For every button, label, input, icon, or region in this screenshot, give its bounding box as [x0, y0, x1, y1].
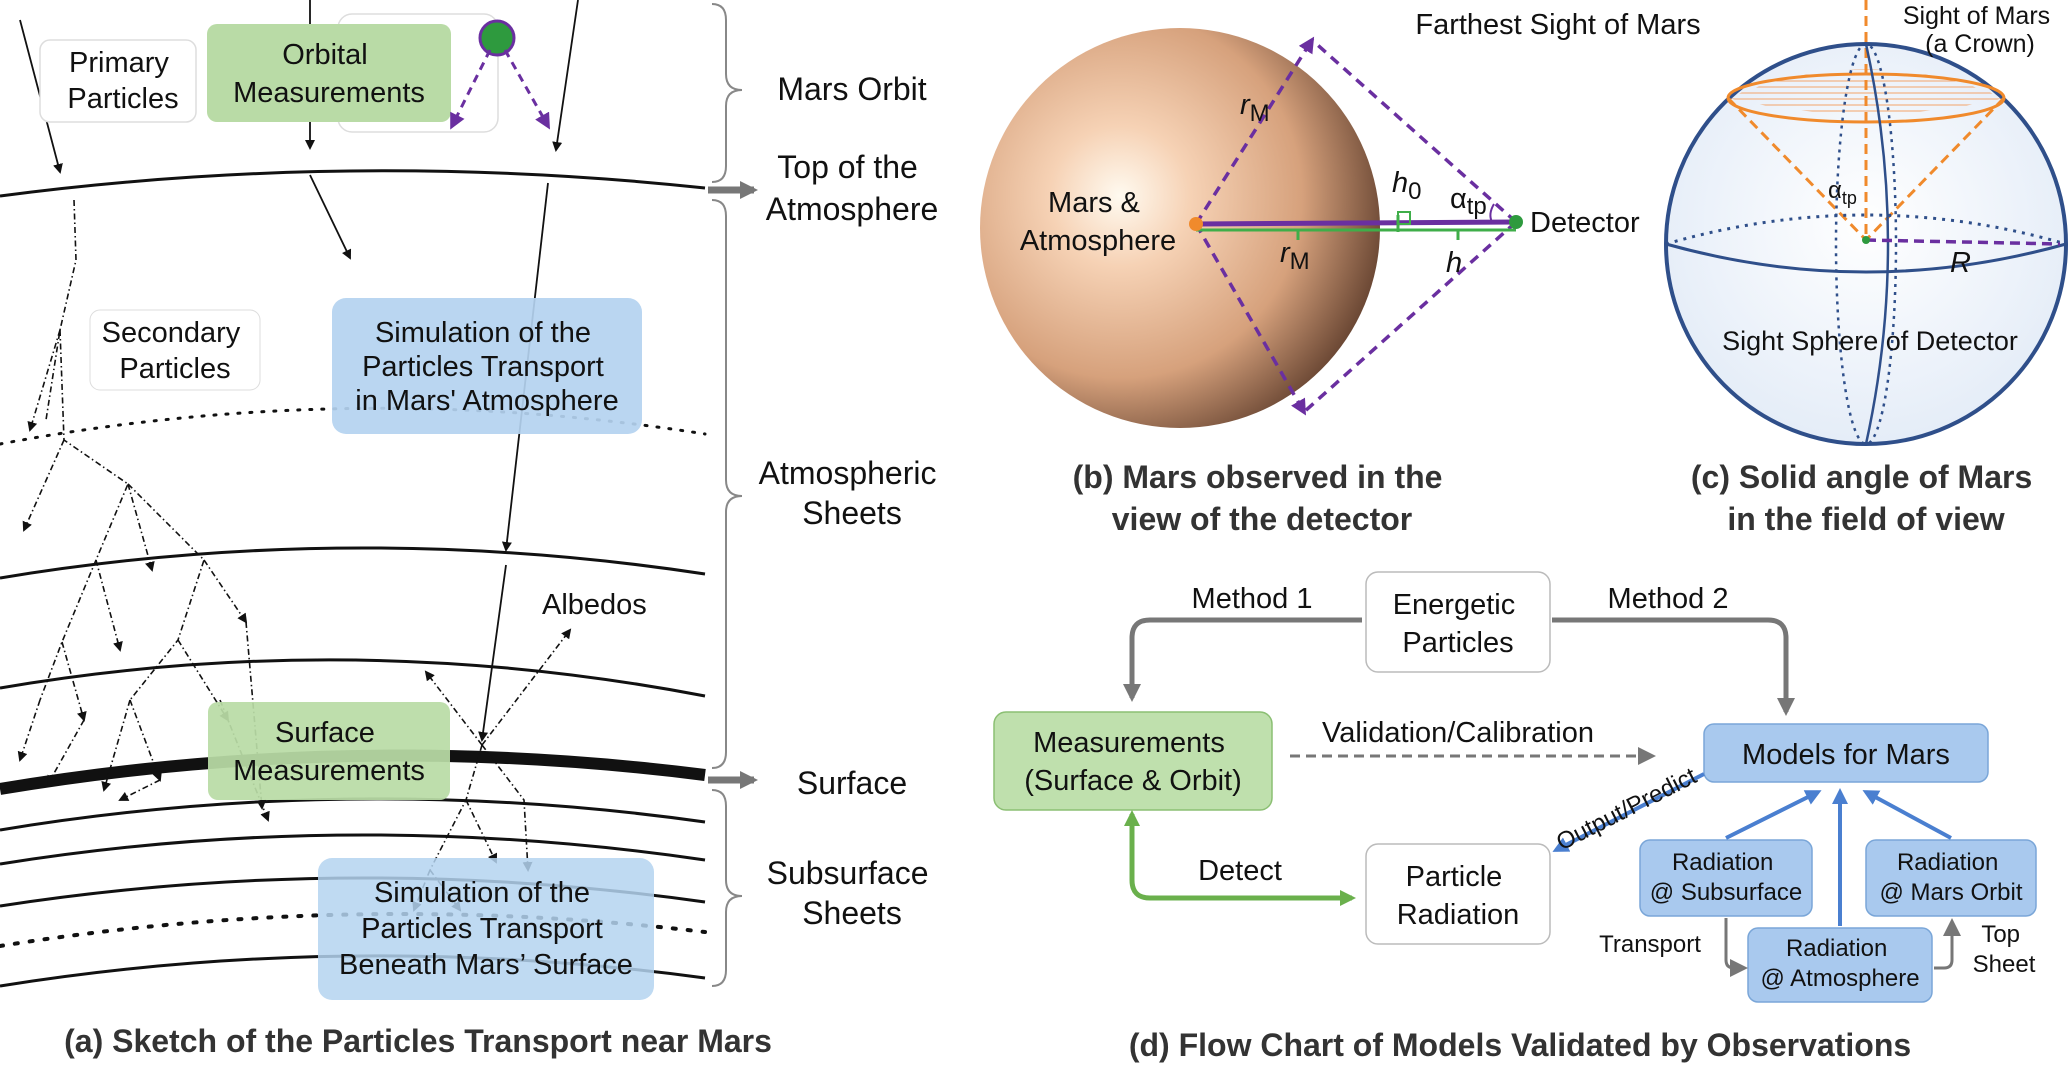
equator-front [1665, 242, 2067, 274]
caption-c: (c) Solid angle of Mars in the field of … [1691, 459, 2041, 537]
rad-orbit-label: Radiation @ Mars Orbit [1879, 849, 2022, 906]
surface-measurements-label: Surface Measurements [233, 717, 425, 787]
particle-radiation-label: Particle Radiation [1397, 861, 1520, 931]
orbiter-icon [478, 19, 516, 57]
h-label: h [1446, 247, 1462, 279]
method1-arrow [1123, 617, 1362, 702]
output-arrow [1552, 772, 1705, 852]
atmospheric-sheet [0, 658, 706, 698]
rad-orbit-box [1865, 839, 2037, 917]
energetic-particles-label: Energetic Particles [1393, 589, 1524, 659]
equator-back [1665, 213, 2067, 246]
atmospheric-sheets-label: Atmospheric Sheets [759, 455, 946, 531]
subsurface-sheet [0, 833, 706, 866]
method2-arrow [1552, 617, 1795, 716]
r-label: R [1950, 247, 1971, 279]
alpha-tp-label: αtp [1828, 177, 1857, 208]
secondary-particles-label: Secondary Particles [102, 317, 249, 385]
crown-cap [1728, 69, 2004, 114]
primary-particle-arrow [478, 564, 507, 742]
detect-arrow [1129, 822, 1356, 906]
caption-a: (a) Sketch of the Particles Transport ne… [64, 1023, 772, 1059]
models-box [1703, 723, 1989, 783]
method1-label: Method 1 [1192, 583, 1313, 615]
primary-particle-arrow [309, 174, 352, 260]
orbital-measurements-box [207, 24, 451, 122]
panel-b: Farthest Sight of Mars Mars & Atmosphere… [980, 9, 1701, 537]
surface-measurements-box [208, 702, 450, 800]
transport-connector [1724, 918, 1748, 977]
mars-center-dot [1189, 217, 1203, 231]
subsurface-sheets-label: Subsurface Sheets [767, 855, 938, 931]
farthest-sight-label: Farthest Sight of Mars [1415, 9, 1700, 41]
validation-label: Validation/Calibration [1322, 717, 1594, 749]
sight-line [1302, 220, 1518, 414]
sight-line [1310, 38, 1518, 224]
panel-c: Sight of Mars (a Crown) αtp R Sight Sphe… [1664, 0, 2068, 537]
sight-sphere-label: Sight Sphere of Detector [1722, 326, 2018, 356]
method2-label: Method 2 [1608, 583, 1729, 615]
caption-d: (d) Flow Chart of Models Validated by Ob… [1129, 1027, 1911, 1063]
panel-d: Method 1 Method 2 Energetic Particles Me… [993, 571, 2037, 1063]
r-m-lower-label: rM [1280, 237, 1310, 275]
albedos-label: Albedos [542, 589, 647, 621]
sight-line [1194, 36, 1315, 225]
alpha-tp-label: αtp [1450, 183, 1487, 220]
particle-radiation-box [1365, 843, 1551, 945]
sim-atmosphere-box [332, 298, 642, 434]
radius-line [1195, 219, 1517, 227]
brace-mars-orbit [711, 3, 743, 183]
r-m-upper-label: rM [1240, 89, 1270, 127]
orbiter-arrow [450, 49, 492, 130]
secondary-particles-box [89, 309, 261, 391]
detector-label: Detector [1530, 207, 1640, 239]
detect-label: Detect [1198, 855, 1282, 887]
brace-subsurface-sheets [711, 789, 743, 987]
top-atmosphere-label: Top of the Atmosphere [766, 149, 939, 227]
meridian-front [1864, 43, 1890, 445]
radius-line [1865, 238, 2061, 246]
top-sheet-connector [1934, 918, 1961, 970]
primary-particles-box [39, 39, 197, 123]
panel-a: Primary Particles Orbital Measurements S… [0, 0, 946, 1059]
rad-subsurface-box [1639, 839, 1813, 917]
rad-atmosphere-box [1747, 927, 1933, 1003]
models-label: Models for Mars [1742, 739, 1950, 771]
h0-label: h0 [1392, 167, 1422, 205]
sight-line [1194, 223, 1306, 416]
mars-atmosphere-label: Mars & Atmosphere [1020, 187, 1176, 257]
atmosphere-top-line [0, 169, 706, 198]
cone-line [1726, 96, 1868, 242]
orbital-measurements-label: Orbital Measurements [233, 39, 425, 109]
sim-subsurface-label: Simulation of the Particles Transport Be… [339, 877, 633, 981]
orbiter-arrow [503, 49, 550, 130]
top-sheet-label: Top Sheet [1973, 921, 2036, 978]
sight-of-mars-label: Sight of Mars (a Crown) [1903, 2, 2057, 58]
rad-subsurface-label: Radiation @ Subsurface [1650, 849, 1802, 906]
sim-subsurface-box [318, 858, 654, 1000]
orbit-up-arrow [1862, 790, 1952, 840]
mars-orbit-label: Mars Orbit [777, 71, 926, 107]
subsurface-up-arrow [1725, 790, 1822, 840]
secondary-particle-cascade [17, 199, 572, 912]
brace-atmospheric-sheets [711, 199, 743, 769]
primary-particle-arrow [552, 0, 579, 152]
primary-particles-label: Primary Particles [67, 47, 178, 115]
atmospheric-sheet [0, 546, 706, 580]
surface-label: Surface [797, 765, 907, 801]
caption-b: (b) Mars observed in the view of the det… [1073, 459, 1452, 537]
right-angle-mark [1397, 211, 1411, 225]
rad-atmosphere-label: Radiation @ Atmosphere [1760, 935, 1919, 992]
energetic-particles-box [1365, 571, 1551, 673]
mars-sphere [980, 28, 1380, 428]
angle-arc [1489, 203, 1495, 223]
measurements-label: Measurements (Surface & Orbit) [1024, 727, 1242, 797]
transport-label: Transport [1599, 931, 1701, 958]
subsurface-sheet [0, 797, 706, 832]
detector-dot [1509, 215, 1523, 229]
sim-atmosphere-label: Simulation of the Particles Transport in… [355, 317, 618, 417]
detector-dot [1862, 236, 1870, 244]
